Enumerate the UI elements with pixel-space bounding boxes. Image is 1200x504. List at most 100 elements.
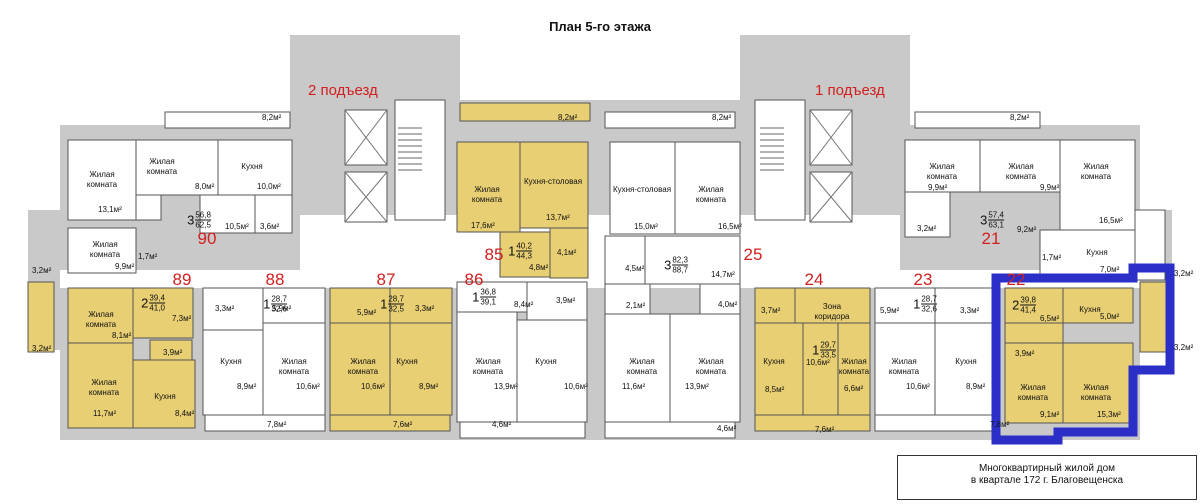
room — [874, 414, 996, 432]
highlighted-room — [1004, 287, 1064, 324]
highlighted-room — [549, 227, 589, 279]
area-label: 4,8м² — [529, 263, 549, 272]
highlighted-room — [329, 322, 391, 416]
room — [1059, 139, 1136, 231]
room-label: Кухня — [220, 357, 242, 366]
apartment-number: 90 — [197, 229, 217, 248]
area-label: 7,8м² — [990, 420, 1010, 429]
area-label: 15,3м² — [1097, 410, 1121, 419]
highlighted-room — [389, 322, 453, 416]
area-label: 7,3м² — [172, 314, 192, 323]
highlighted-room — [459, 102, 591, 122]
room — [874, 322, 936, 416]
total-area: 32,6 — [271, 304, 287, 314]
total-area: 32,6 — [921, 304, 937, 314]
room — [699, 283, 741, 315]
apartment-number: 25 — [743, 245, 763, 264]
room-label: Кухня — [535, 357, 557, 366]
area-label: 8,1м² — [112, 331, 132, 340]
living-area: 39,8 — [1020, 295, 1036, 306]
area-label: 10,6м² — [296, 382, 320, 391]
highlighted-room — [837, 322, 871, 416]
room-label: Кухня — [955, 357, 977, 366]
living-area: 28,7 — [921, 294, 937, 305]
area-label: 7,6м² — [393, 420, 413, 429]
room — [456, 311, 518, 423]
entrance-1-label: 1 подъезд — [815, 82, 885, 99]
room-count: 2 — [1012, 297, 1020, 313]
area-label: 15,0м² — [634, 222, 658, 231]
east-stair-flight — [754, 99, 806, 221]
room — [979, 139, 1061, 193]
living-area: 57,4 — [988, 210, 1004, 221]
area-label: 10,0м² — [257, 182, 281, 191]
highlighted-room — [329, 414, 451, 432]
area-label: 8,9м² — [966, 382, 986, 391]
room — [674, 141, 741, 235]
area-label: 6,6м² — [844, 384, 864, 393]
apartment-number: 21 — [981, 229, 1001, 248]
area-label: 3,2м² — [917, 224, 937, 233]
area-label: 3,2м² — [1174, 269, 1194, 278]
room — [459, 421, 586, 439]
highlighted-room — [1062, 342, 1134, 424]
apartment-number: 86 — [464, 270, 484, 289]
area-label: 10,6м² — [806, 358, 830, 367]
elevator-shaft-cross — [344, 171, 388, 223]
area-label: 9,9м² — [1040, 183, 1060, 192]
plan-title: План 5-го этажа — [549, 19, 651, 34]
area-label: 9,2м² — [1017, 225, 1037, 234]
total-area: 88,7 — [672, 265, 688, 275]
elevator-shaft-cross — [344, 109, 388, 166]
room — [262, 287, 326, 324]
highlighted-room — [1139, 281, 1169, 353]
elevator-shaft-cross — [809, 109, 853, 166]
room — [526, 281, 588, 321]
room-count: 3 — [980, 212, 988, 228]
highlighted-room — [1062, 287, 1134, 324]
room — [254, 194, 293, 234]
area-label: 4,5м² — [625, 264, 645, 273]
highlighted-room — [499, 231, 551, 278]
room-label: Кухня-столовая — [523, 177, 583, 186]
room-count: 1 — [508, 243, 516, 259]
room-count: 3 — [187, 212, 195, 228]
area-label: 2,1м² — [626, 301, 646, 310]
area-label: 10,6м² — [564, 382, 588, 391]
elevator-shaft-cross — [809, 171, 853, 223]
area-label: 10,6м² — [361, 382, 385, 391]
area-label: 5,9м² — [880, 306, 900, 315]
area-label: 8,2м² — [262, 113, 282, 122]
area-label: 4,0м² — [718, 300, 738, 309]
total-area: 33,5 — [820, 350, 836, 360]
room-label: Кухня — [1086, 248, 1108, 257]
area-label: 8,2м² — [558, 113, 578, 122]
area-label: 11,6м² — [622, 382, 646, 391]
area-label: 6,5м² — [1040, 314, 1060, 323]
room — [199, 194, 256, 234]
area-label: 3,2м² — [32, 344, 52, 353]
room — [934, 322, 998, 416]
area-label: 11,7м² — [93, 409, 117, 418]
highlighted-room — [794, 287, 871, 324]
area-label: 3,3м² — [415, 304, 435, 313]
